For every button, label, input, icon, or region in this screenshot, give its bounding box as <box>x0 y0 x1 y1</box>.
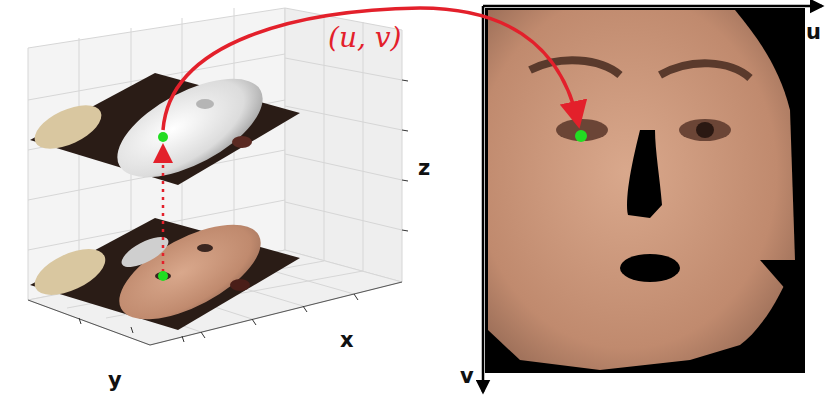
uv-texture <box>485 8 805 373</box>
axis-label: z <box>418 158 430 179</box>
axis-label: x <box>340 330 354 351</box>
v-axis <box>482 6 485 392</box>
axes-box <box>28 8 402 345</box>
green-dot <box>575 130 587 142</box>
u-axis <box>483 5 822 8</box>
coordinate-label: (u, v) <box>328 24 402 52</box>
green-dot <box>158 132 168 142</box>
axis-label: y <box>108 370 122 391</box>
green-dot <box>158 271 168 281</box>
mapping-arrow <box>163 8 578 130</box>
axis-label: u <box>806 22 821 43</box>
axis-label: v <box>460 366 474 387</box>
photo-plane <box>28 205 300 338</box>
projection-line <box>162 148 165 272</box>
